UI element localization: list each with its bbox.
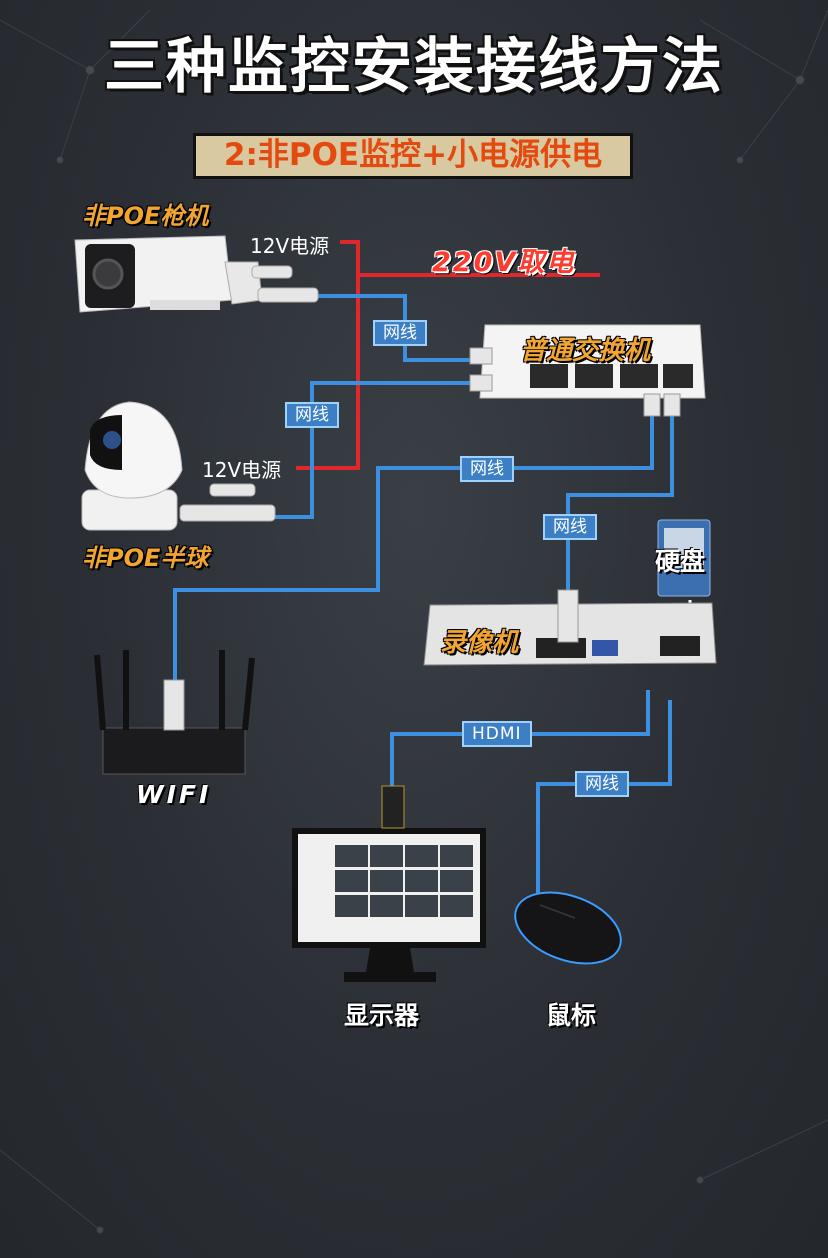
dome-camera-label: 非POE半球: [82, 544, 209, 572]
network-cable-tag: 网线: [575, 771, 629, 797]
monitor-device: [292, 785, 486, 982]
background-network-decoration: [0, 9, 828, 1234]
dome-camera-device: [81, 401, 276, 531]
hdd-label: 硬盘: [655, 547, 706, 576]
power-220v-label: 220V取电: [432, 247, 576, 278]
switch-label: 普通交换机: [520, 336, 651, 366]
network-switch-device: [469, 324, 706, 417]
power-12v-bottom-label: 12V电源: [202, 458, 282, 482]
network-cable-tag: 网线: [460, 456, 514, 482]
wifi-router-device: [94, 650, 255, 775]
network-cable-tag: 网线: [373, 320, 427, 346]
gun-camera-label: 非POE枪机: [82, 202, 209, 230]
hard-disk-device: [657, 519, 711, 623]
power-cables: [296, 240, 600, 470]
mouse-device: [514, 891, 622, 965]
monitor-label: 显示器: [344, 1001, 420, 1030]
network-cable-tag: 网线: [543, 514, 597, 540]
wifi-label: WIFI: [136, 780, 212, 809]
hdmi-cable-tag: HDMI: [462, 721, 532, 747]
gun-camera-device: [74, 235, 319, 313]
page-title: 三种监控安装接线方法: [104, 32, 724, 102]
nvr-device: [423, 589, 717, 666]
mouse-label: 鼠标: [546, 1001, 597, 1030]
network-cable-tag: 网线: [285, 402, 339, 428]
page-subtitle: 2:非POE监控+小电源供电: [193, 133, 633, 179]
nvr-label: 录像机: [440, 628, 519, 658]
power-12v-top-label: 12V电源: [250, 234, 330, 258]
